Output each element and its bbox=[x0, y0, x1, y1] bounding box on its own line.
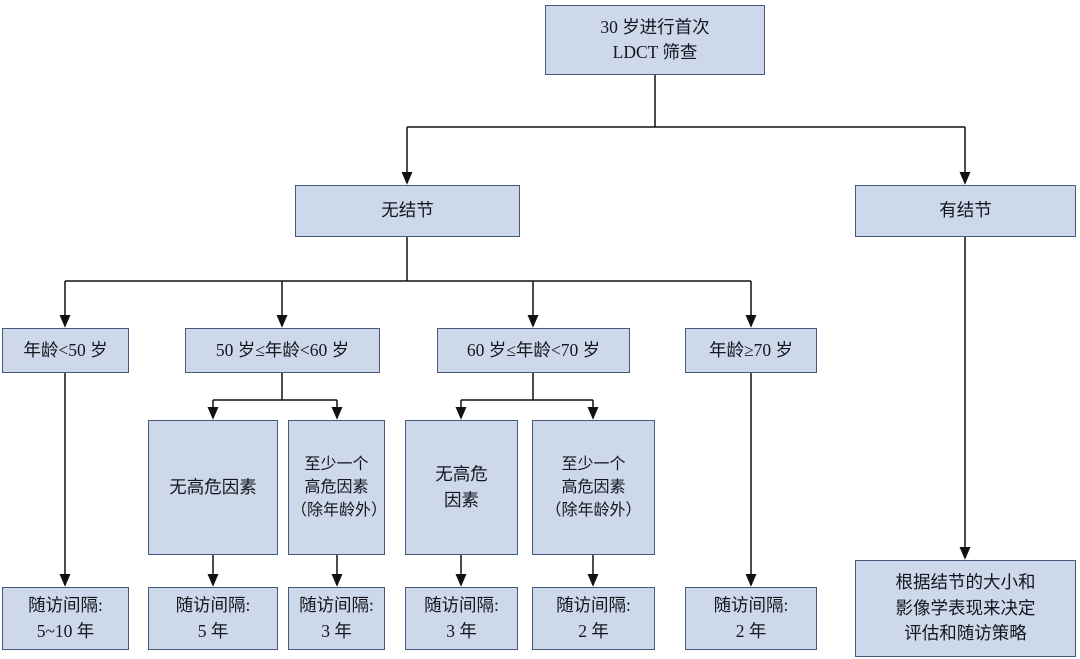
node-has-nodule: 有结节 bbox=[855, 185, 1076, 237]
node-age-70-plus: 年龄≥70 岁 bbox=[685, 328, 817, 373]
node-interval-3-years-a: 随访间隔: 3 年 bbox=[288, 587, 385, 650]
node-interval-2-years-a: 随访间隔: 2 年 bbox=[532, 587, 655, 650]
node-interval-5-10-years: 随访间隔: 5~10 年 bbox=[2, 587, 129, 650]
node-nodule-management: 根据结节的大小和 影像学表现来决定 评估和随访策略 bbox=[855, 560, 1076, 657]
node-interval-2-years-b: 随访间隔: 2 年 bbox=[685, 587, 817, 650]
node-no-risk-factor-50s: 无高危因素 bbox=[148, 420, 278, 555]
node-age-under-50: 年龄<50 岁 bbox=[2, 328, 129, 373]
node-first-ldct-screening: 30 岁进行首次 LDCT 筛查 bbox=[545, 5, 765, 75]
node-age-60-to-70: 60 岁≤年龄<70 岁 bbox=[437, 328, 630, 373]
node-no-nodule: 无结节 bbox=[295, 185, 520, 237]
node-risk-factor-60s: 至少一个 高危因素 （除年龄外） bbox=[532, 420, 655, 555]
node-interval-5-years: 随访间隔: 5 年 bbox=[148, 587, 278, 650]
node-no-risk-factor-60s: 无高危 因素 bbox=[405, 420, 518, 555]
node-age-50-to-60: 50 岁≤年龄<60 岁 bbox=[185, 328, 380, 373]
node-interval-3-years-b: 随访间隔: 3 年 bbox=[405, 587, 518, 650]
node-risk-factor-50s: 至少一个 高危因素 （除年龄外） bbox=[288, 420, 387, 555]
